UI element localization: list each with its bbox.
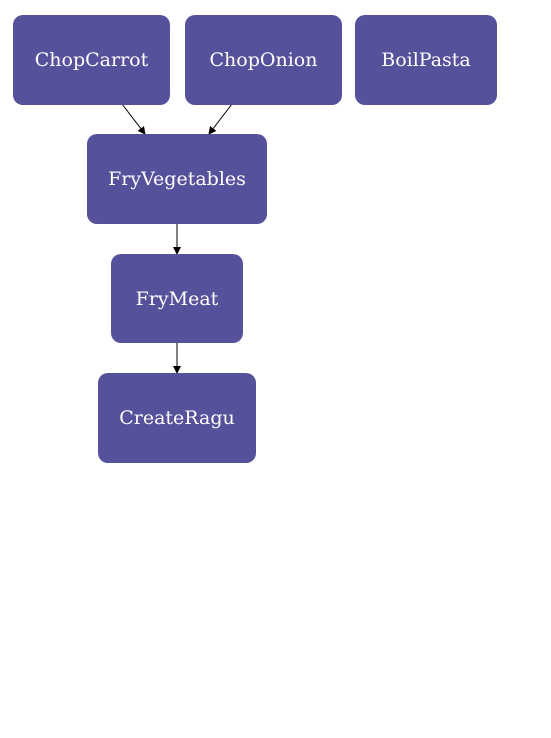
- node-boil-pasta: BoilPasta: [355, 15, 497, 105]
- node-fry-vegetables: FryVegetables: [87, 134, 267, 224]
- node-chop-carrot: ChopCarrot: [13, 15, 170, 105]
- node-label: CreateRagu: [119, 407, 235, 429]
- node-label: BoilPasta: [381, 49, 471, 71]
- node-chop-onion: ChopOnion: [185, 15, 342, 105]
- node-fry-meat: FryMeat: [111, 254, 243, 343]
- node-label: FryVegetables: [108, 168, 246, 190]
- edge-choponion-fryvegetables: [208, 103, 233, 135]
- node-label: ChopOnion: [209, 49, 318, 71]
- node-label: FryMeat: [135, 287, 219, 310]
- edge-chopcarrot-fryvegetables: [121, 103, 146, 135]
- node-label: ChopCarrot: [34, 49, 149, 71]
- node-create-ragu: CreateRagu: [98, 373, 256, 463]
